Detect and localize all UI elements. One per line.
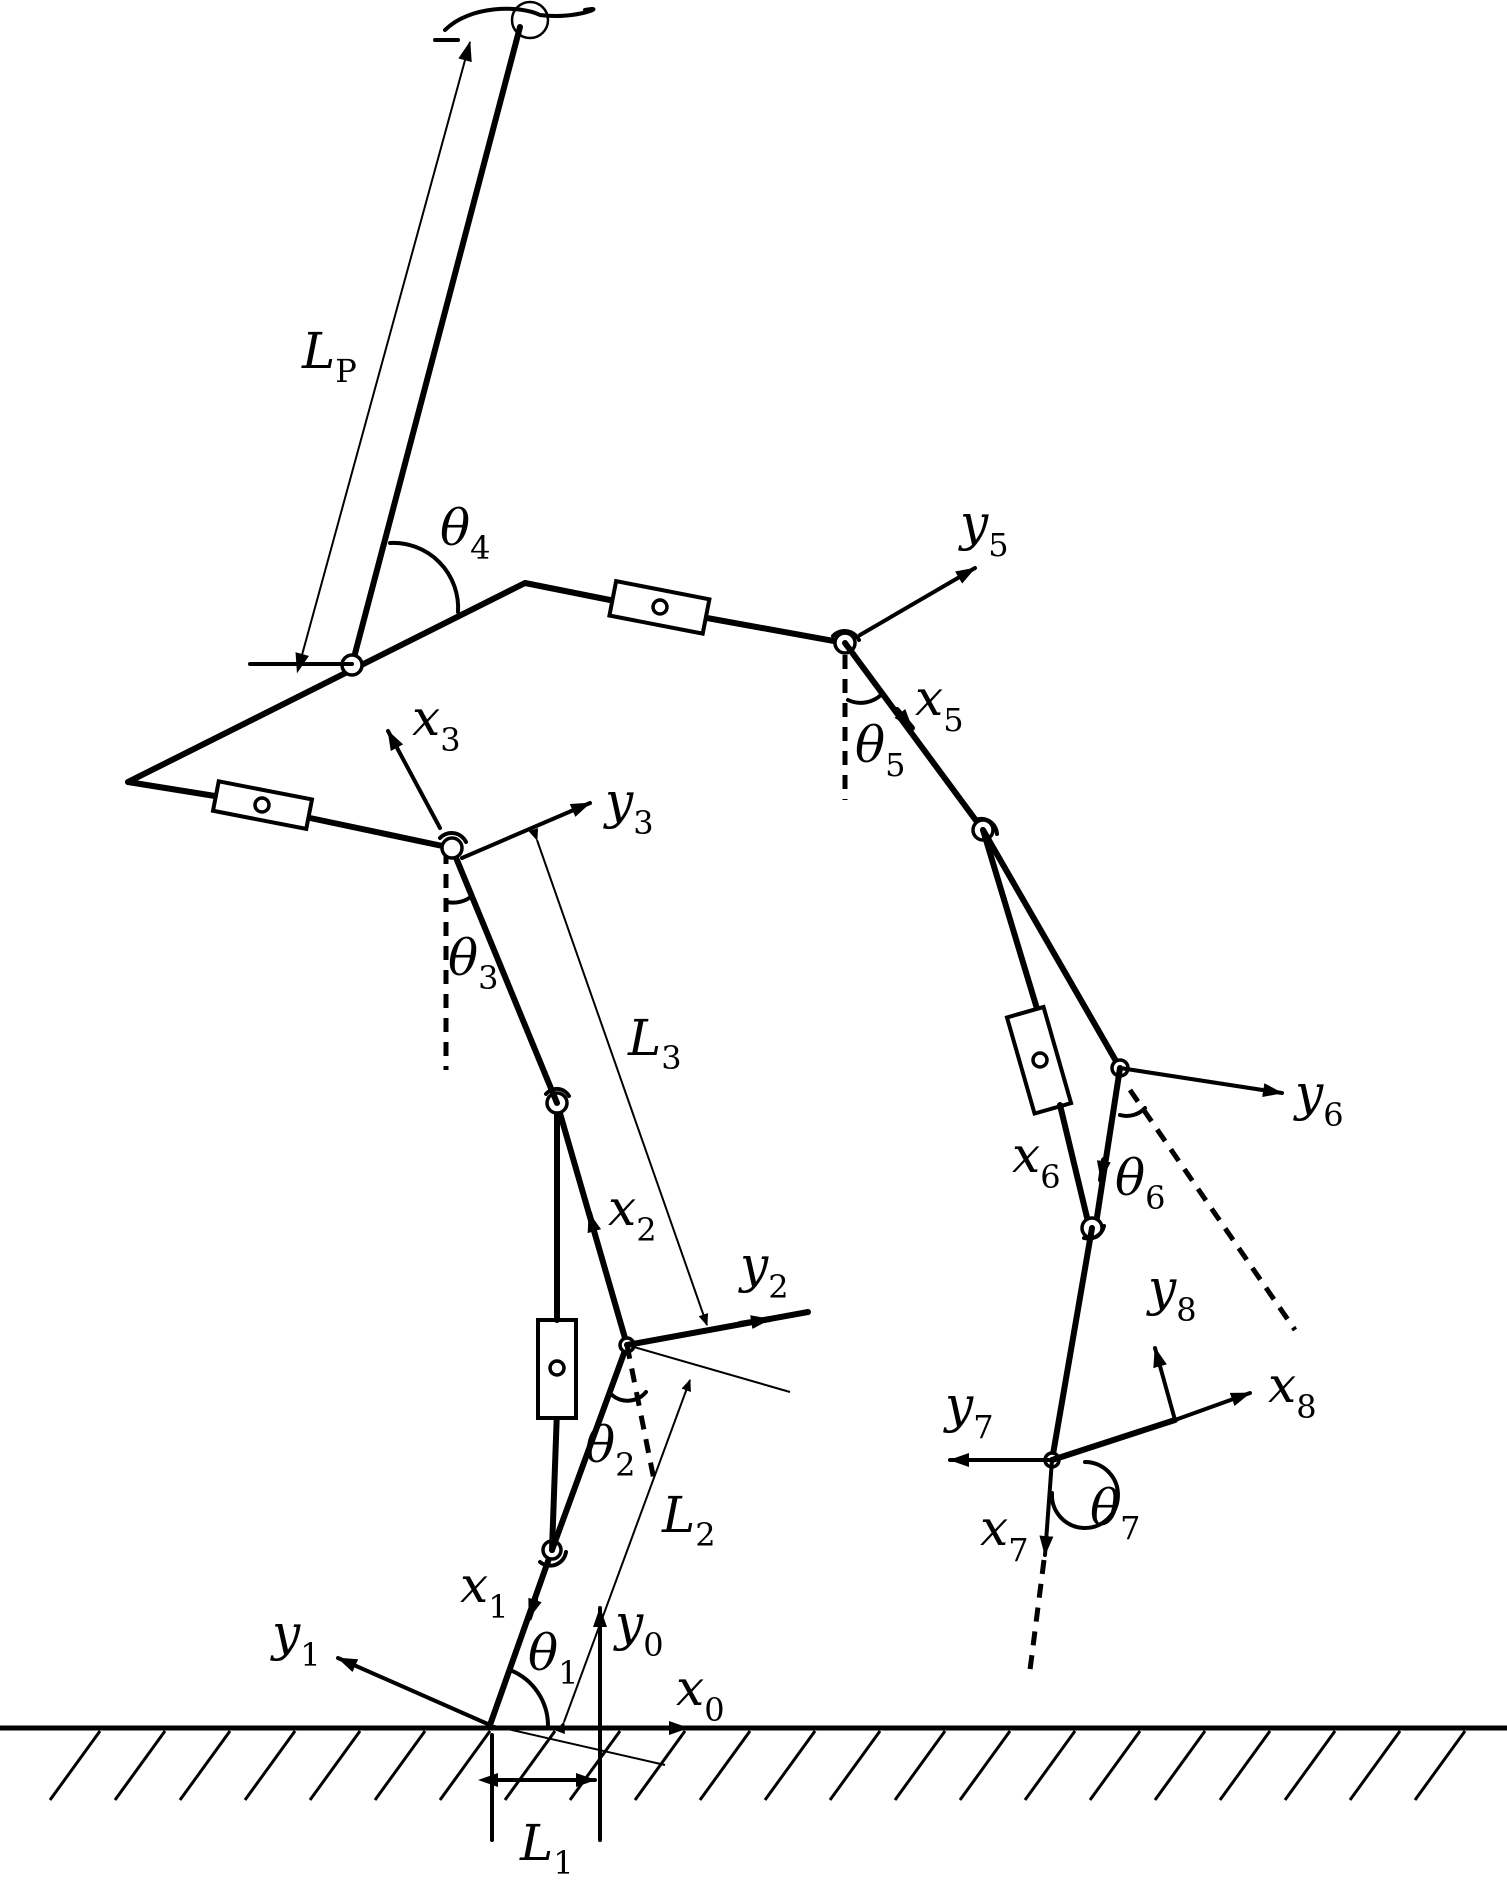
theta4-arc (388, 540, 461, 614)
L3-dimension (528, 827, 709, 1326)
pelvis-right-link (307, 815, 455, 851)
x8-axis-arrow (1173, 1391, 1252, 1422)
x1-axis-arrow (526, 1597, 542, 1621)
y5-axis-arrow (858, 566, 977, 637)
right-actuator-pivot (1031, 1051, 1049, 1069)
LP-dimension (295, 41, 472, 674)
y2-reference-line (626, 1344, 791, 1393)
x2-axis-arrow (586, 1210, 602, 1234)
label-x5: x5 (915, 669, 964, 739)
ground-hatching (48, 1730, 1467, 1801)
label-theta4: θ4 (440, 499, 490, 567)
pole-tip-pivot (510, 0, 550, 40)
label-y2: y2 (738, 1236, 789, 1306)
y2-axis-line (624, 1309, 811, 1348)
label-L3: L3 (627, 1009, 682, 1077)
label-x2: x2 (608, 1179, 657, 1249)
left-hip-cup (438, 831, 468, 844)
theta1-arc (508, 1668, 551, 1728)
label-y8: y8 (1146, 1259, 1197, 1329)
right-ankle-cup (1082, 1224, 1106, 1241)
label-x1: x1 (460, 1556, 509, 1626)
label-theta6: θ6 (1115, 1149, 1165, 1217)
label-theta5: θ5 (855, 716, 905, 784)
torso (125, 0, 848, 860)
label-y5: y5 (958, 494, 1009, 564)
label-x7: x7 (980, 1499, 1029, 1569)
right-sole-link (1049, 1417, 1178, 1463)
actuator-pivot (548, 1359, 566, 1377)
theta6-arc (1118, 1106, 1147, 1118)
theta3-arc (445, 894, 474, 905)
trunk-top-link (522, 580, 613, 603)
x6-axis-arrow (1096, 1157, 1111, 1183)
pelvis-left-actuator-pivot (253, 796, 271, 814)
y3-axis-arrow (460, 801, 592, 860)
y2-axis-arrow (737, 1315, 773, 1330)
L2-dimension (555, 1379, 691, 1735)
right-knee-cup (973, 816, 999, 836)
theta6-reference-dash (1127, 1088, 1298, 1332)
label-L2: L2 (661, 1486, 716, 1554)
label-L1: L1 (519, 1814, 574, 1882)
label-LP: LP (301, 322, 357, 390)
x3-axis-arrow (386, 729, 442, 830)
left-hip-joint (440, 836, 464, 860)
theta7-arc (1049, 1460, 1120, 1530)
theta2-arc (610, 1390, 648, 1403)
pelvis-left-end-link (125, 779, 218, 799)
right-hip-cup (831, 629, 861, 642)
label-theta7: θ7 (1090, 1479, 1140, 1547)
knee-joint-cup (538, 1550, 568, 1568)
right-shank-upper (980, 827, 1123, 1071)
trunk-actuator-pivot (651, 598, 669, 616)
label-y1: y1 (270, 1604, 321, 1674)
y1-axis-arrow (336, 1656, 492, 1727)
foot-reference-line (489, 1724, 666, 1766)
right-actuator-rod-lower (1057, 1102, 1093, 1233)
shank-link (487, 1547, 555, 1728)
trunk-lower-edge (125, 580, 528, 785)
actuator-rod-lower (549, 1407, 560, 1553)
label-x8: x8 (1268, 1356, 1317, 1426)
actuator-cylinder (536, 1318, 578, 1420)
swing-leg (831, 566, 1298, 1671)
pole-link (349, 24, 523, 668)
label-y3: y3 (603, 772, 654, 842)
label-y7: y7 (943, 1376, 994, 1446)
pole-tip-rotation-arrow (443, 6, 596, 32)
trunk-right-link (704, 615, 848, 646)
label-x3: x3 (412, 689, 461, 759)
x5-axis-arrow (894, 707, 915, 731)
y6-axis-arrow (1118, 1066, 1284, 1098)
label-theta3: θ3 (448, 929, 498, 997)
label-theta2: θ2 (585, 1416, 635, 1484)
right-thigh-link (842, 640, 986, 833)
y8-axis-arrow (1153, 1346, 1177, 1422)
labels: LP θ4 y5 x5 θ5 x3 y3 θ3 L3 x2 y2 θ2 L2 x… (270, 322, 1344, 1882)
right-shank-link (1092, 1065, 1123, 1233)
label-x6: x6 (1012, 1126, 1061, 1196)
label-y0: y0 (613, 1594, 664, 1664)
theta5-arc (846, 692, 884, 705)
x7-reference-dash (1027, 1559, 1047, 1671)
label-theta1: θ1 (528, 1624, 578, 1692)
label-y6: y6 (1293, 1064, 1344, 1134)
lower-connector (549, 1342, 630, 1553)
label-x0: x0 (676, 1659, 725, 1729)
right-foot-link (1049, 1225, 1095, 1463)
stance-leg (336, 827, 811, 1842)
ground (0, 1725, 1507, 1801)
x7-axis-arrow (1039, 1458, 1054, 1557)
right-actuator-rod-upper (980, 827, 1041, 1015)
